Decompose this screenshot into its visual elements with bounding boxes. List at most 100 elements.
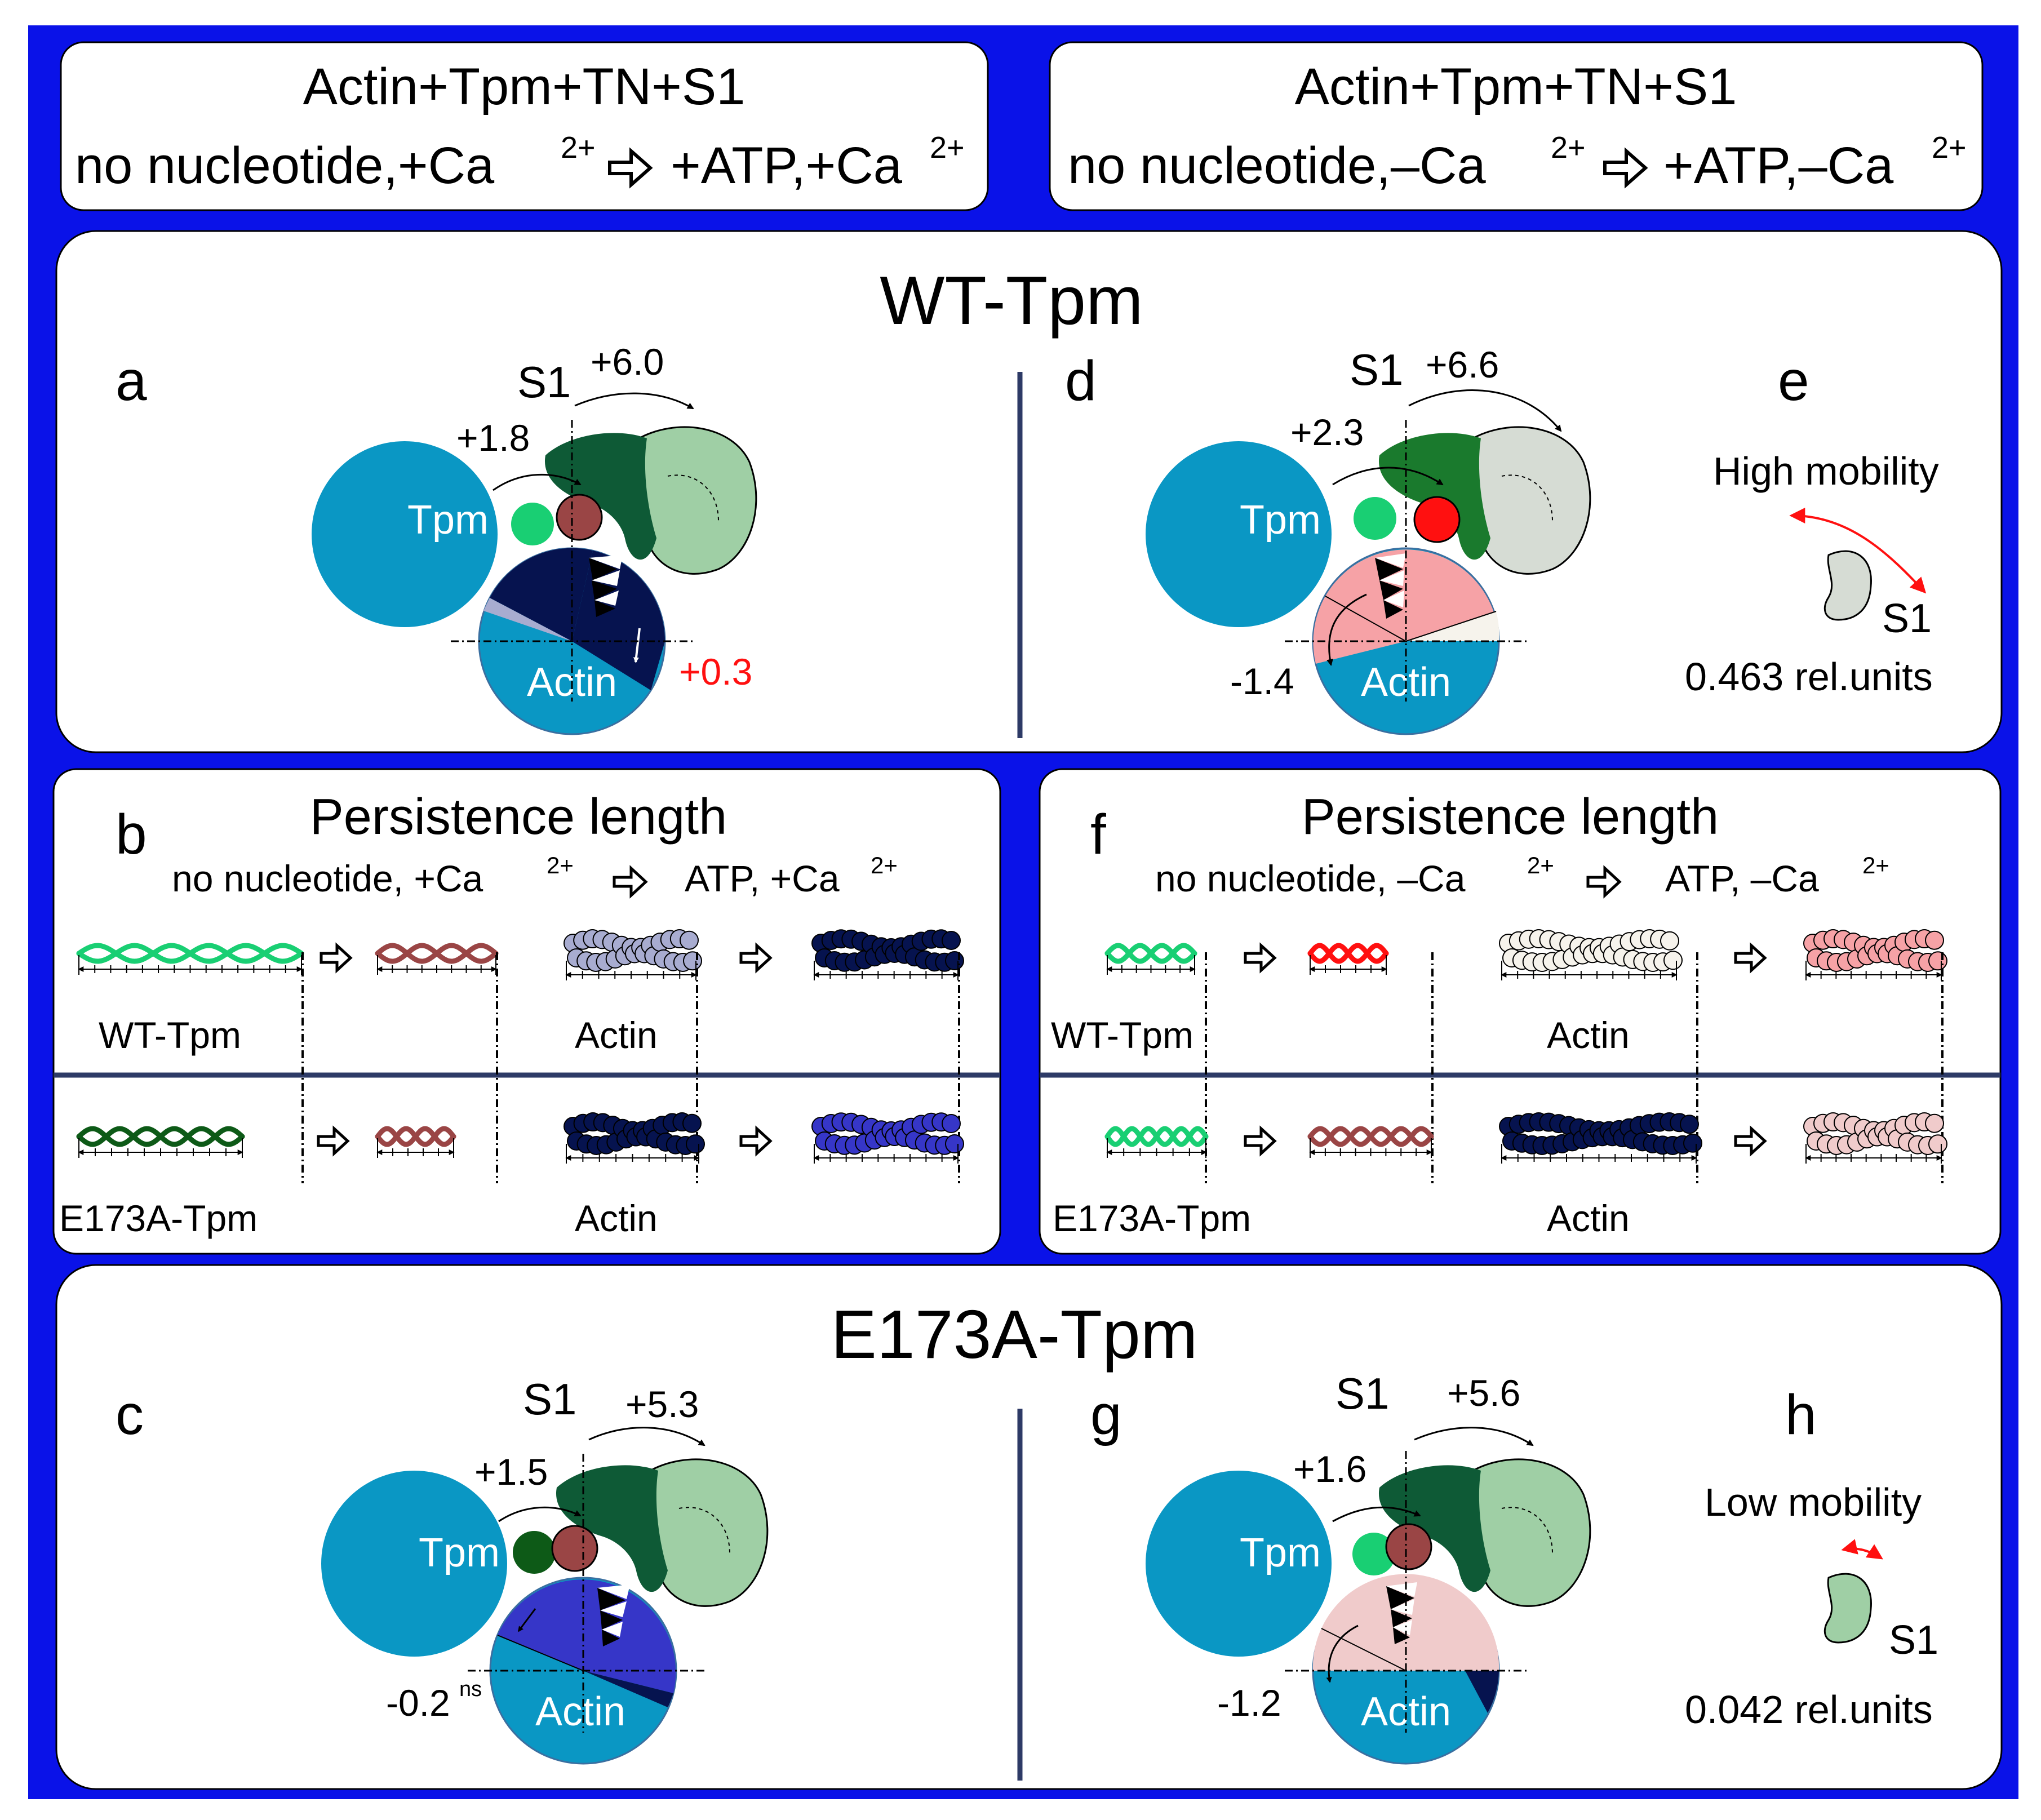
persistence-title: Persistence length xyxy=(310,789,727,845)
rotation-arrow xyxy=(492,473,582,491)
wt-section: WT-Tpm a Tpm xyxy=(55,230,2003,753)
tpm-position-marker xyxy=(556,494,603,541)
e173a-section: E173A-Tpm c Tpm Actin xyxy=(55,1264,2003,1790)
rotation-arrow xyxy=(498,1506,582,1522)
value-label: +1.5 xyxy=(474,1451,548,1493)
tpm-label: Tpm xyxy=(1240,498,1321,543)
panel-h: h Low mobility S1 0.042 rel.units xyxy=(1685,1383,1938,1732)
value-label: +6.0 xyxy=(591,341,664,383)
value-label: +6.6 xyxy=(1426,344,1499,385)
row-label: WT-Tpm xyxy=(99,1014,241,1056)
svg-text:no nucleotide,–Ca: no nucleotide,–Ca xyxy=(1068,137,1486,194)
actin-label: Actin xyxy=(535,1689,625,1734)
s1-head xyxy=(1378,1458,1591,1607)
actin-monomer xyxy=(1928,951,1947,971)
tpm-coil-strand xyxy=(1104,1126,1209,1147)
actin-monomer xyxy=(1680,1115,1699,1134)
row-label: Actin xyxy=(1547,1197,1630,1239)
s1-label: S1 xyxy=(1335,1369,1389,1418)
mobility-label: High mobility xyxy=(1713,449,1939,493)
filament-row-e173a xyxy=(76,1112,964,1164)
svg-text:+ATP,+Ca: +ATP,+Ca xyxy=(671,137,903,194)
value-label: +5.6 xyxy=(1447,1372,1520,1414)
wt-tpm-strand xyxy=(511,503,554,545)
actin-monomer xyxy=(1925,1113,1944,1133)
transition-arrow-icon xyxy=(739,942,773,974)
row-label: E173A-Tpm xyxy=(1053,1197,1251,1239)
actin-monomer xyxy=(682,1113,702,1133)
tpm-position-marker xyxy=(1385,1523,1432,1570)
header-left: Actin+Tpm+TN+S1 no nucleotide,+Ca 2+ +AT… xyxy=(60,41,989,211)
header-right: Actin+Tpm+TN+S1 no nucleotide,–Ca 2+ +AT… xyxy=(1049,41,1984,211)
svg-text:2+: 2+ xyxy=(871,852,898,878)
white-arrow-icon xyxy=(633,628,641,663)
panel-letter: h xyxy=(1785,1383,1817,1446)
svg-text:2+: 2+ xyxy=(547,852,574,878)
row-label: Actin xyxy=(575,1014,658,1056)
tpm-sphere xyxy=(1146,1471,1332,1657)
tpm-sphere xyxy=(1146,441,1332,627)
condition-end: ATP, –Ca xyxy=(1665,858,1819,899)
wt-tpm-strand xyxy=(1352,1533,1395,1575)
rotation-arrow xyxy=(574,392,694,410)
condition-start: no nucleotide, –Ca xyxy=(1155,858,1466,899)
svg-text:2+: 2+ xyxy=(930,131,965,165)
transition-arrow-icon xyxy=(1586,865,1622,899)
tpm-sphere xyxy=(321,1471,507,1657)
s1-head xyxy=(556,1458,769,1607)
transition-arrow-icon xyxy=(739,1125,773,1157)
condition-start: no nucleotide, +Ca xyxy=(172,858,483,899)
rotation-arrow xyxy=(1408,389,1562,432)
rotation-arrow xyxy=(1414,1427,1534,1446)
svg-text:+ATP,–Ca: +ATP,–Ca xyxy=(1663,137,1894,194)
tpm-coil-strand xyxy=(1307,943,1389,964)
actin-monomer xyxy=(942,931,961,951)
actin-monomer xyxy=(1663,951,1683,970)
tpm-position-marker xyxy=(551,1525,598,1572)
row-label: Actin xyxy=(1547,1014,1630,1056)
row-label: WT-Tpm xyxy=(1051,1014,1193,1056)
rotation-arrow xyxy=(517,1608,536,1632)
panel-d: d Tpm Actin xyxy=(1065,344,1591,735)
tpm-coil-strand xyxy=(1104,943,1197,964)
value-label: +1.6 xyxy=(1293,1448,1366,1490)
svg-text:no nucleotide,+Ca: no nucleotide,+Ca xyxy=(75,137,495,194)
s1-label: S1 xyxy=(1350,345,1403,394)
s1-label: S1 xyxy=(523,1374,576,1424)
transition-arrow-icon xyxy=(1244,1125,1277,1157)
svg-text:2+: 2+ xyxy=(561,131,596,165)
panel-c: c Tpm Actin xyxy=(116,1374,769,1765)
header-right-condition: no nucleotide,–Ca 2+ +ATP,–Ca 2+ xyxy=(1068,131,1967,194)
actin-monomer xyxy=(945,951,964,970)
mobility-label: Low mobility xyxy=(1705,1480,1922,1524)
transition-arrow-icon xyxy=(613,865,648,899)
header-right-title: Actin+Tpm+TN+S1 xyxy=(1295,58,1737,116)
myosin-binding-triangles xyxy=(1375,553,1406,619)
transition-arrow-icon xyxy=(317,1125,350,1157)
myosin-binding-triangles xyxy=(597,1584,630,1646)
panel-a: a Tpm Actin xyxy=(116,341,757,735)
panel-letter: c xyxy=(116,1383,144,1446)
tpm-coil-strand xyxy=(375,943,499,964)
filament-row-wt xyxy=(1104,929,1947,1183)
panel-letter: d xyxy=(1065,349,1097,412)
transition-arrow-icon xyxy=(1244,942,1277,974)
rotation-arrow xyxy=(1326,1624,1359,1683)
mobility-value: 0.042 rel.units xyxy=(1685,1688,1933,1732)
actin-monomer xyxy=(1660,931,1679,951)
myosin-binding-triangles xyxy=(589,555,623,617)
transition-arrow-icon xyxy=(320,942,353,974)
actin-wheel: Actin xyxy=(1312,547,1500,735)
actin-monomer xyxy=(683,951,702,971)
svg-text:2+: 2+ xyxy=(1551,131,1586,165)
rotation-arrow xyxy=(588,1427,706,1446)
value-label: +0.3 xyxy=(679,651,752,693)
rotation-arrow xyxy=(1332,467,1444,486)
wt-tpm-strand xyxy=(1354,497,1396,540)
value-superscript: ns xyxy=(459,1677,482,1701)
tpm-label: Tpm xyxy=(1240,1530,1321,1575)
s1-label: S1 xyxy=(1889,1618,1938,1663)
filament-row-e173a xyxy=(1104,1112,1947,1164)
e173a-tpm-strand xyxy=(513,1531,556,1574)
